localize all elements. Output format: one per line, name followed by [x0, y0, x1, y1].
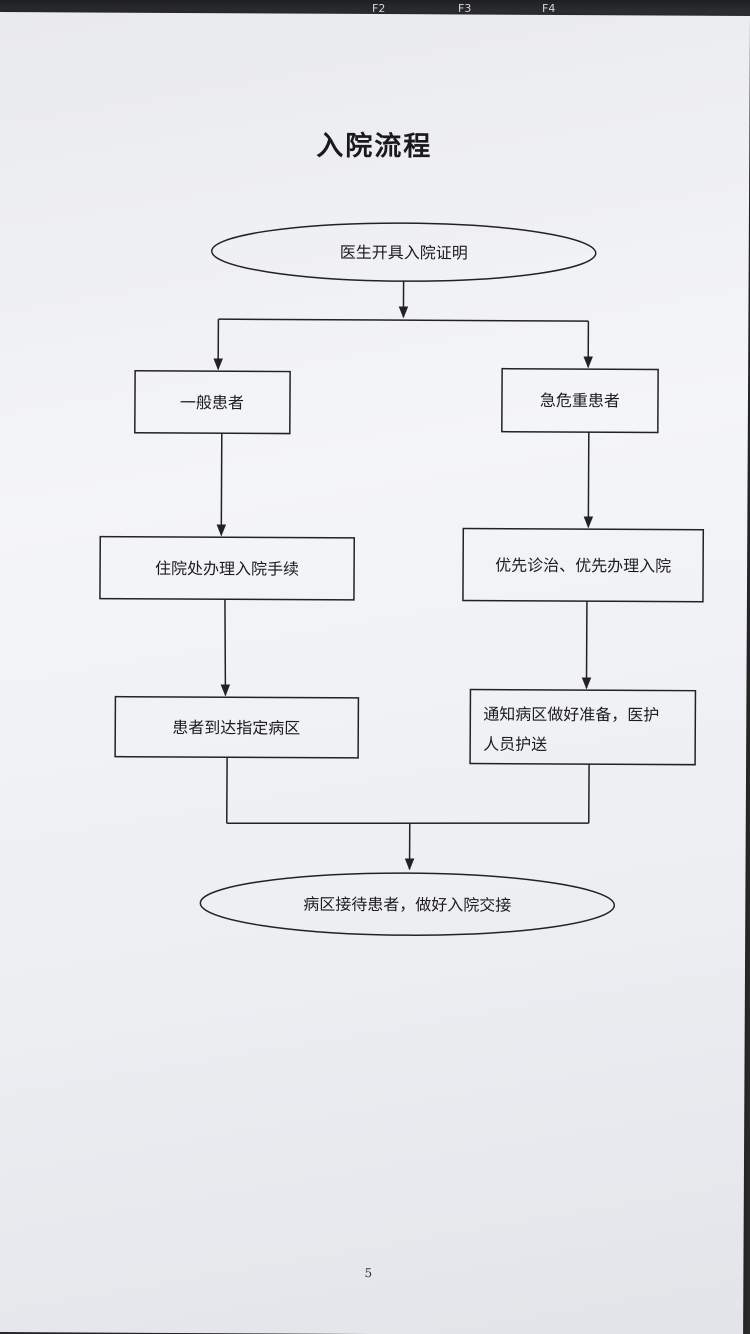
general-patient-label: 一般患者 [180, 393, 244, 412]
general-step1-box [99, 535, 356, 601]
admission-flowchart: 医生开具入院证明 一般患者 急危重患者 住院处办理入院手续 优先诊治、优先办理入… [99, 222, 705, 936]
general-step2-label: 患者到达指定病区 [172, 718, 300, 738]
key-label: F2 [372, 2, 386, 15]
critical-step2-box [469, 688, 697, 766]
general-step2-box [114, 695, 360, 759]
critical-patient-box [501, 367, 659, 434]
general-step2-arrow [220, 599, 231, 697]
key-label: F4 [542, 2, 556, 15]
split-connector [218, 318, 589, 322]
critical-step2-label-line2: 人员护送 [483, 735, 547, 754]
paper-sheet: 入院流程 医生开具入院证明 一般患者 急危重患者 [0, 12, 750, 1334]
critical-step2-label-line1: 通知病区做好准备，医护 [483, 705, 659, 725]
critical-step1-box [462, 527, 705, 603]
general-step1-arrow [216, 433, 227, 537]
end-node [199, 872, 616, 936]
critical-step1-label: 优先诊治、优先办理入院 [495, 556, 671, 576]
merge-connector [226, 822, 589, 824]
start-node-label: 医生开具入院证明 [340, 243, 468, 263]
general-step1-label: 住院处办理入院手续 [155, 559, 299, 579]
critical-patient-label: 急危重患者 [540, 391, 620, 410]
general-patient-box [134, 369, 291, 435]
end-node-label: 病区接待患者，做好入院交接 [303, 895, 511, 915]
key-label: F3 [458, 2, 472, 15]
